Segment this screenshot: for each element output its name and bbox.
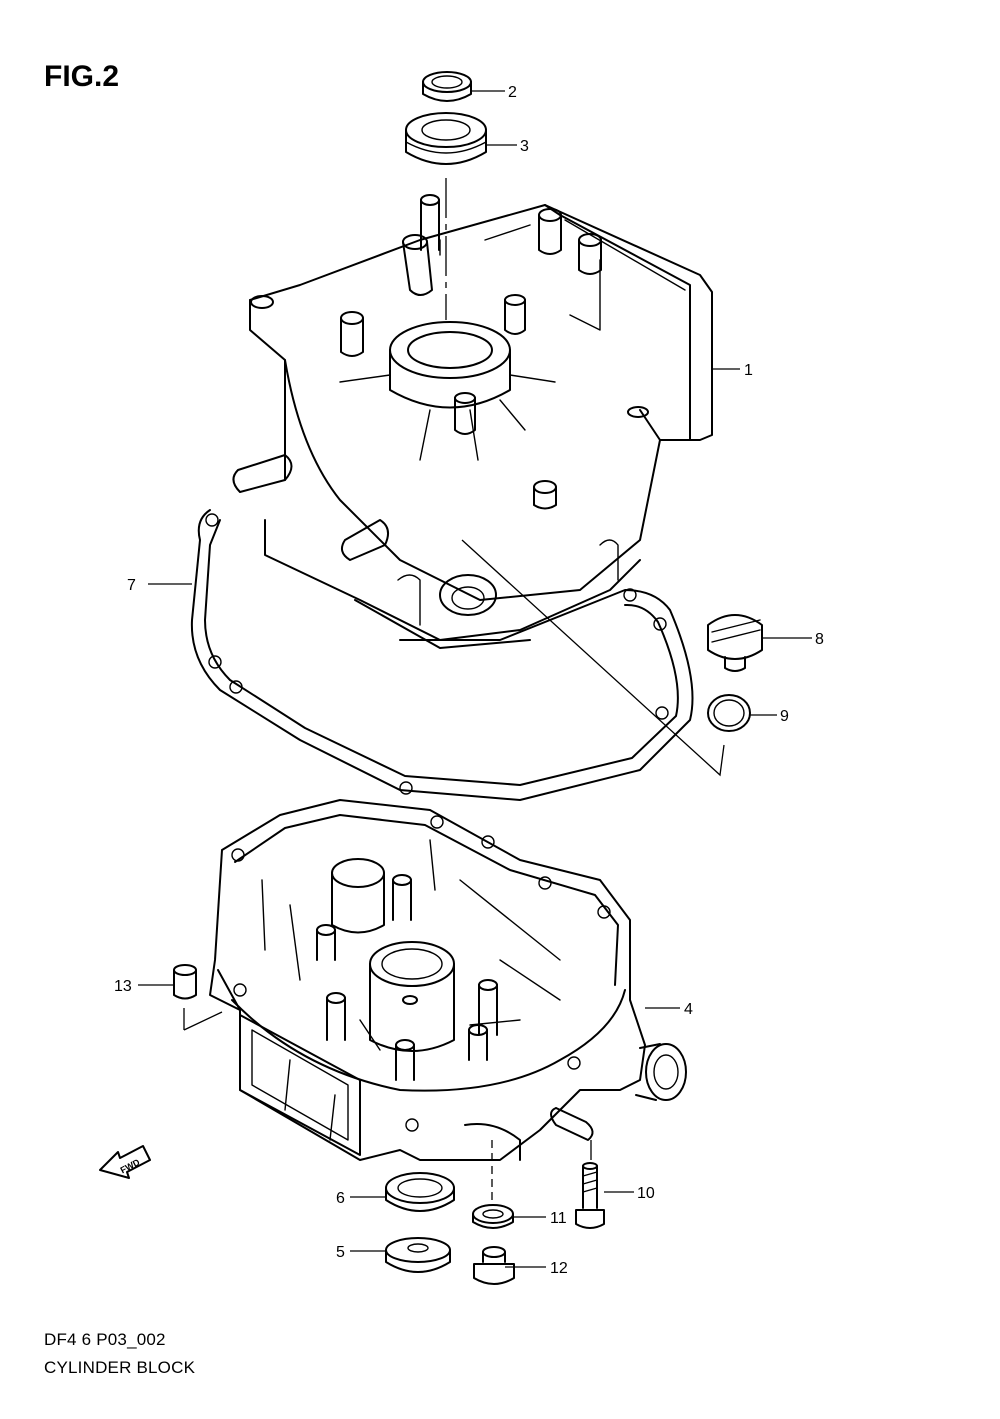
- figure-title: FIG.2: [44, 60, 120, 93]
- part-4-crankcase: [209, 799, 687, 1161]
- callout-2: 2: [508, 84, 517, 101]
- callout-11: 11: [550, 1210, 567, 1227]
- part-3-bearing: [405, 112, 487, 165]
- fwd-arrow-icon: FWD: [99, 1145, 151, 1179]
- part-9-o-ring: [707, 694, 751, 732]
- leader-lines: [138, 90, 812, 1268]
- callout-10: 10: [637, 1185, 655, 1202]
- callout-9: 9: [780, 708, 789, 725]
- callout-6: 6: [336, 1190, 345, 1207]
- callout-3: 3: [520, 138, 529, 155]
- part-7-gasket: [190, 509, 694, 801]
- callout-labels: 2 3 1 7 8 9 4 13 6 5 11 12 10: [114, 84, 824, 1277]
- part-11-washer: [472, 1204, 514, 1229]
- assembly-line-drain: [461, 539, 725, 777]
- callout-1: 1: [744, 362, 753, 379]
- part-5-cap: [385, 1237, 451, 1273]
- callout-13: 13: [114, 978, 132, 995]
- part-13-dowel-pin: [173, 964, 197, 1000]
- part-6-seal: [385, 1172, 455, 1212]
- part-12-drain-plug: [473, 1246, 515, 1285]
- callout-7: 7: [127, 577, 136, 594]
- part-2-oil-seal: [422, 71, 472, 102]
- callout-4: 4: [684, 1001, 693, 1018]
- assembly-line-dowel: [183, 1008, 223, 1031]
- callout-12: 12: [550, 1260, 568, 1277]
- part-1-cylinder-block: [232, 194, 713, 649]
- diagram-code: DF4 6 P03_002: [44, 1330, 166, 1349]
- callout-5: 5: [336, 1244, 345, 1261]
- callout-8: 8: [815, 631, 824, 648]
- fwd-label: FWD: [119, 1157, 142, 1176]
- diagram-name: CYLINDER BLOCK: [44, 1358, 196, 1377]
- part-8-plug: [707, 614, 763, 672]
- part-10-bolt: [575, 1162, 605, 1229]
